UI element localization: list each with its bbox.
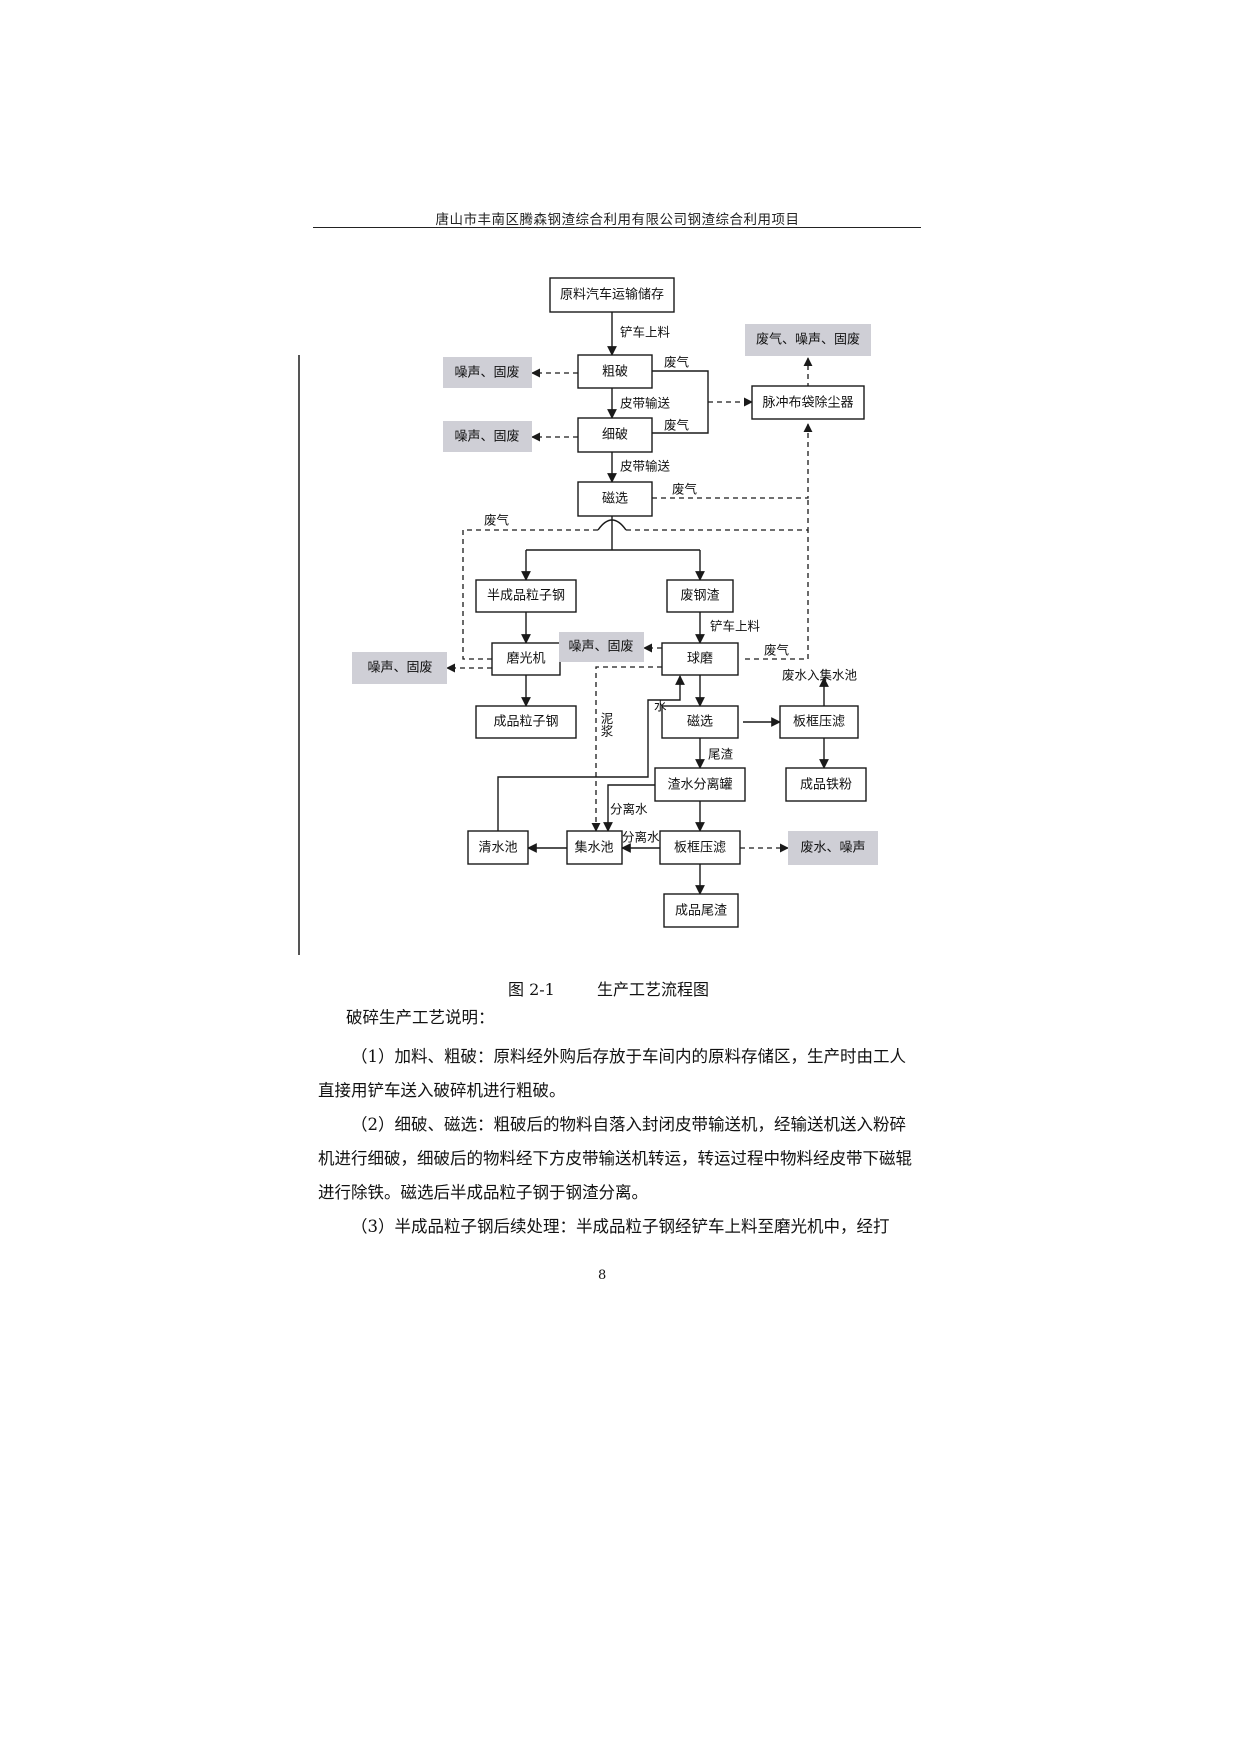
paragraph-1: （1）加料、粗破：原料经外购后存放于车间内的原料存储区，生产时由工人直接用铲车送… [318,1047,906,1100]
output-dust [745,324,871,356]
node-plate-filter-1 [779,705,859,739]
edge-label-separated-water-2: 分离水 [622,830,660,845]
output-dust-label: 废气、噪声、固废 [756,332,860,348]
node-raw-storage [549,277,675,313]
node-semi-steel [475,579,577,613]
output-filter-wastewater [788,831,878,865]
output-coarse-noise [443,357,532,388]
node-collect-pool [566,830,623,865]
edge-label-gas-1: 废气 [664,355,690,370]
node-finished-tailings [663,893,739,928]
node-collect-pool-label: 集水池 [574,840,613,856]
document-header: 唐山市丰南区腾森钢渣综合利用有限公司钢渣综合利用项目 [435,212,800,228]
node-raw-storage-label: 原料汽车运输储存 [560,287,664,303]
section-title: 破碎生产工艺说明： [346,1008,495,1027]
node-ball-mill-label: 球磨 [687,652,713,667]
svg-text:泥浆: 泥浆 [599,712,614,737]
edge-label-belt-1: 皮带输送 [620,396,671,411]
node-magnetic-sep-1-label: 磁选 [602,492,628,507]
output-coarse-label: 噪声、固废 [454,365,519,381]
node-polisher-label: 磨光机 [506,652,545,667]
node-coarse-crush [577,354,653,389]
node-coarse-crush-label: 粗破 [602,365,628,380]
figure-number: 图 2-1 [508,980,555,999]
edge-label-gas-3: 废气 [672,482,698,497]
edge-label-separated-water-1: 分离水 [610,802,648,817]
edge-label-wastewater-to-pool: 废水入集水池 [782,668,858,683]
node-fine-crush-label: 细破 [602,428,628,443]
output-ball-mill-label: 噪声、固废 [568,639,633,655]
node-magnetic-sep-2-label: 磁选 [687,715,713,730]
paragraph-3: （3）半成品粒子钢后续处理：半成品粒子钢经铲车上料至磨光机中，经打 [351,1217,890,1236]
output-fine-label: 噪声、固废 [454,429,519,445]
scan-edge-line [298,355,300,955]
figure-title: 生产工艺流程图 [597,980,710,999]
edge-label-gas-5: 废气 [764,643,790,658]
node-semi-steel-label: 半成品粒子钢 [487,589,565,604]
node-finished-steel [475,705,577,739]
node-waste-slag-label: 废钢渣 [680,588,719,604]
edge-label-tailings: 尾渣 [708,747,734,762]
node-ball-mill [661,642,739,676]
paragraph-2: （2）细破、磁选：粗破后的物料自落入封闭皮带输送机，经输送机送入粉碎机进行细破，… [318,1115,912,1202]
node-magnetic-sep-1 [577,481,653,517]
node-waste-slag [666,579,734,613]
figure-caption: 图 2-1 生产工艺流程图 [508,976,709,1000]
edge-label-shovel-load-2: 铲车上料 [710,619,761,634]
edge-label-gas-2: 废气 [664,418,690,433]
page-number: 8 [598,1268,607,1283]
edge-label-belt-2: 皮带输送 [620,459,671,474]
node-pulse-filter [751,385,865,420]
output-ball-mill-noise [559,632,644,662]
edge-label-gas-4: 废气 [484,513,510,528]
node-slag-water-tank [654,767,746,802]
node-iron-powder-label: 成品铁粉 [800,778,852,793]
node-clear-pool-label: 清水池 [478,841,517,856]
output-polisher-label: 噪声、固废 [367,660,432,676]
output-fine-noise [443,421,532,452]
node-pulse-filter-label: 脉冲布袋除尘器 [762,396,853,411]
process-flowchart: 原料汽车运输储存 粗破 细破 磁选 脉冲布袋除尘器 半成品粒子钢 废钢渣 磨光机… [352,277,878,928]
node-magnetic-sep-2 [661,705,739,739]
output-filter-label: 废水、噪声 [800,840,865,856]
body-text: （1）加料、粗破：原料经外购后存放于车间内的原料存储区，生产时由工人直接用铲车送… [318,1040,914,1244]
edge-label-shovel-load-1: 铲车上料 [620,325,671,340]
header-rule [313,227,921,228]
node-clear-pool [467,830,529,865]
edge-label-water: 水 [654,699,667,714]
node-plate-filter-1-label: 板框压滤 [793,715,845,730]
node-finished-tailings-label: 成品尾渣 [675,904,727,919]
node-plate-filter-2-label: 板框压滤 [674,841,726,856]
node-polisher [491,642,561,676]
edge-label-slurry: 泥浆 [599,712,614,737]
node-finished-steel-label: 成品粒子钢 [493,715,558,730]
output-polisher-noise [352,652,447,684]
node-iron-powder [785,767,867,802]
node-fine-crush [577,417,653,453]
node-slag-water-tank-label: 渣水分离罐 [667,777,732,793]
node-plate-filter-2 [659,830,741,865]
